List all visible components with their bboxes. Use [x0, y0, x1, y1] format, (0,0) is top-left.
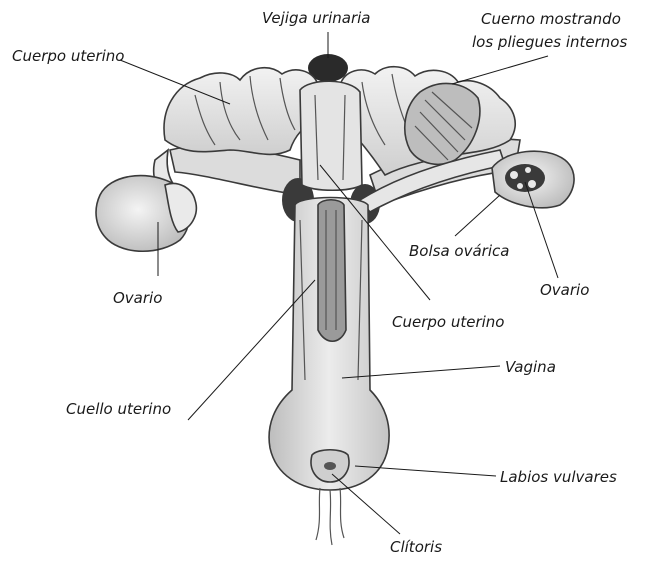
label-bolsa-ovarica: Bolsa ovárica [409, 242, 509, 260]
label-cuerpo-uterino-mid: Cuerpo uterino [392, 313, 504, 331]
leader-bolsa [455, 195, 500, 236]
label-ovario-left: Ovario [113, 289, 162, 307]
label-cuello-uterino: Cuello uterino [66, 400, 171, 418]
label-cuerpo-uterino-top: Cuerpo uterino [12, 47, 124, 65]
clitoris [324, 462, 336, 470]
uterine-horn-left [164, 68, 318, 155]
leader-clitoris [332, 474, 400, 534]
label-vagina: Vagina [505, 358, 556, 376]
label-vejiga: Vejiga urinaria [262, 9, 371, 27]
label-cuerno-2: los pliegues internos [472, 33, 627, 51]
label-cuerno-1: Cuerno mostrando [481, 10, 621, 28]
cervix [318, 200, 346, 342]
leader-cuerno [452, 56, 548, 84]
uterine-body [300, 81, 362, 190]
label-labios-vulvares: Labios vulvares [500, 468, 617, 486]
label-ovario-right: Ovario [540, 281, 589, 299]
label-clitoris: Clítoris [390, 538, 442, 556]
